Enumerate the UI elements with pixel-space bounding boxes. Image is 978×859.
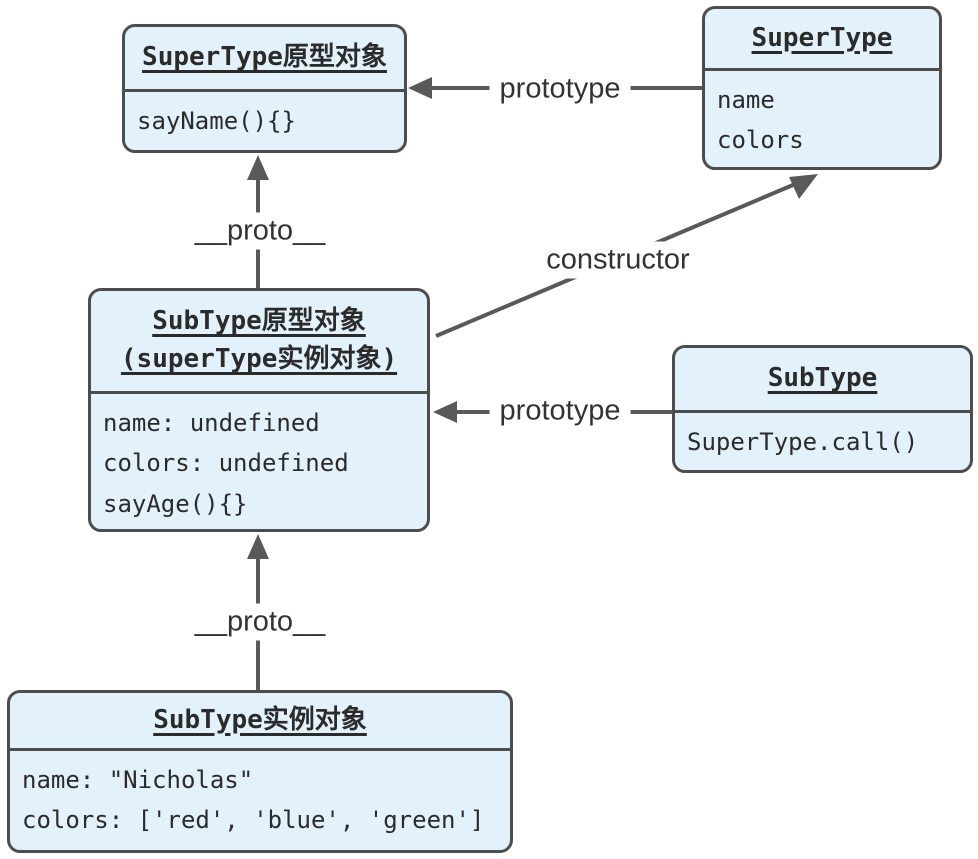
member-row: SuperType.call() <box>687 428 919 456</box>
label-proto-lower: __proto__ <box>184 603 336 641</box>
label-prototype-top: prototype <box>489 70 631 108</box>
node-title-line1: SubType原型对象 <box>152 306 366 337</box>
node-subtype: SubType SuperType.call() <box>672 345 973 473</box>
node-supertype-prototype-body: sayName(){} <box>125 89 404 150</box>
node-subtype-instance-body: name: "Nicholas" colors: ['red', 'blue',… <box>10 748 510 850</box>
member-row: sayAge(){} <box>103 489 248 518</box>
node-supertype-prototype: SuperType原型对象 sayName(){} <box>122 24 407 153</box>
node-supertype-header: SuperType <box>705 9 939 68</box>
label-prototype-bottom: prototype <box>489 392 631 430</box>
node-subtype-prototype-body: name: undefined colors: undefined sayAge… <box>91 391 427 530</box>
member-row: colors: ['red', 'blue', 'green'] <box>22 806 485 835</box>
node-subtype-instance-header: SubType实例对象 <box>10 693 510 748</box>
node-title: SuperType <box>751 22 893 53</box>
label-constructor: constructor <box>536 241 700 279</box>
node-subtype-instance: SubType实例对象 name: "Nicholas" colors: ['r… <box>7 690 513 853</box>
node-title: SubType <box>767 363 878 394</box>
member-row: name <box>717 86 775 114</box>
member-row: colors <box>717 126 804 155</box>
member-row: colors: undefined <box>103 449 349 478</box>
label-proto-upper: __proto__ <box>184 212 336 250</box>
member-row: sayName(){} <box>137 107 296 135</box>
node-supertype: SuperType name colors <box>702 6 942 170</box>
member-row: name: "Nicholas" <box>22 766 254 794</box>
node-supertype-body: name colors <box>705 68 939 167</box>
node-subtype-prototype-header: SubType原型对象 (superType实例对象) <box>91 291 427 391</box>
node-title: SubType实例对象 <box>153 704 367 735</box>
node-subtype-header: SubType <box>675 348 970 410</box>
node-title-line2: (superType实例对象) <box>120 344 398 374</box>
node-subtype-body: SuperType.call() <box>675 410 970 470</box>
node-supertype-prototype-header: SuperType原型对象 <box>125 27 404 89</box>
node-subtype-prototype: SubType原型对象 (superType实例对象) name: undefi… <box>88 288 430 532</box>
member-row: name: undefined <box>103 409 320 437</box>
node-title: SuperType原型对象 <box>142 42 387 73</box>
